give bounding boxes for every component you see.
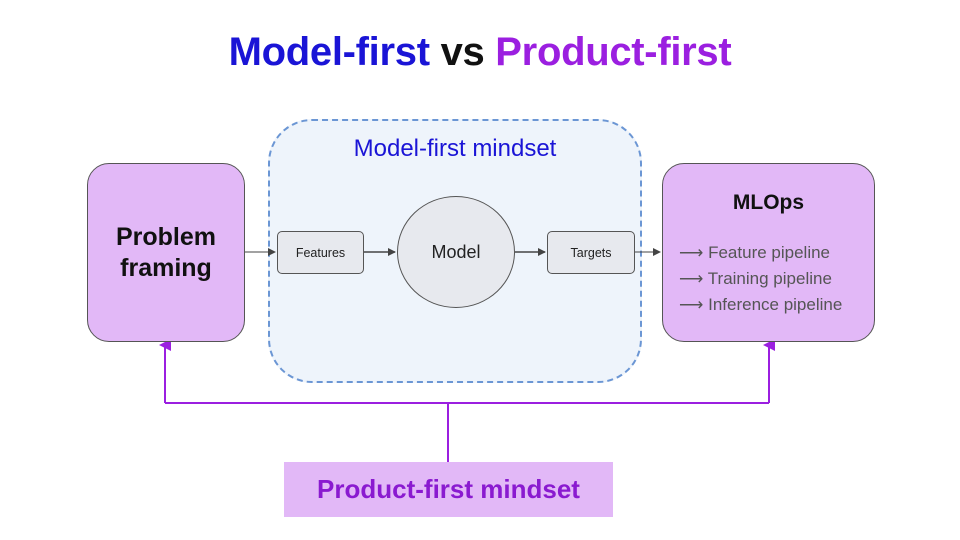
product-first-mindset-box: Product-first mindset [284,462,613,517]
problem-framing-box: Problem framing [87,163,245,342]
title-vs: vs [440,30,485,74]
problem-framing-line2: framing [120,253,212,282]
model-circle: Model [397,196,515,308]
title-model-first: Model-first [228,30,430,74]
problem-framing-label: Problem framing [116,222,216,284]
diagram-title: Model-first vs Product-first [0,30,960,75]
model-first-mindset-label: Model-first mindset [353,135,557,162]
mlops-title: MLOps [732,191,805,214]
problem-framing-line1: Problem [115,222,217,251]
features-box: Features [277,231,364,274]
title-product-first: Product-first [495,30,732,74]
targets-box: Targets [547,231,635,274]
mlops-item-training-pipeline: ⟶ Training pipeline [679,269,832,288]
mlops-item-inference-pipeline: ⟶ Inference pipeline [679,295,843,314]
mlops-box [662,163,875,342]
mlops-item-feature-pipeline: ⟶ Feature pipeline [679,243,831,262]
